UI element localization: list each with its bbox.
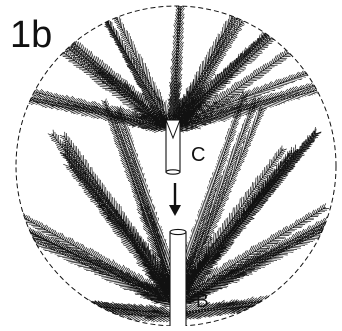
step-label: 1b xyxy=(10,16,52,54)
lower-section-label: B xyxy=(196,292,209,311)
down-arrow-icon xyxy=(169,183,181,216)
lower-pole-section xyxy=(170,229,186,326)
upper-pole-section xyxy=(166,120,180,174)
upper-section-label: C xyxy=(191,145,205,165)
